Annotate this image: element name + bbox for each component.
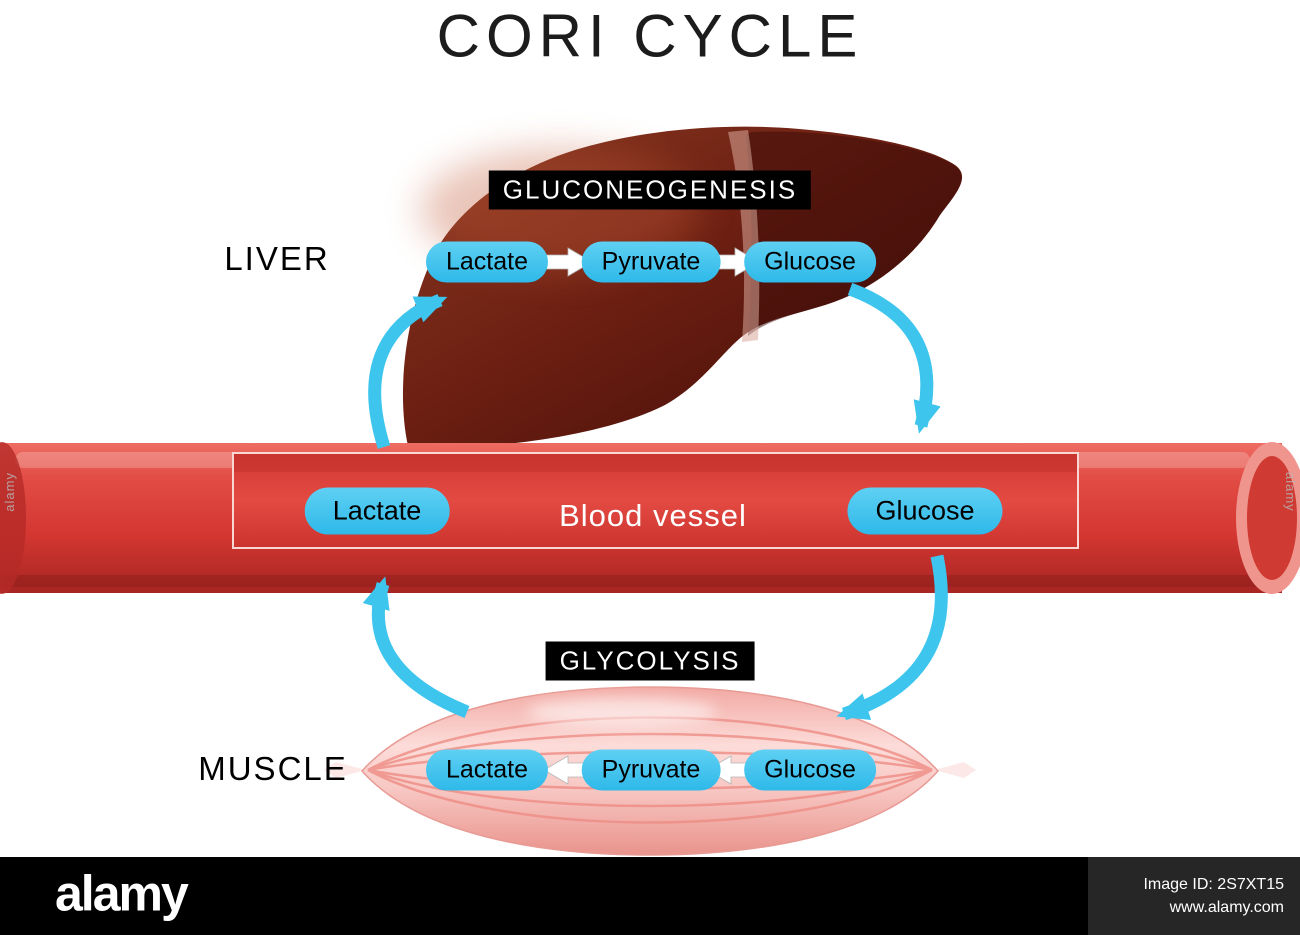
gluconeogenesis-label: GLUCONEOGENESIS [488,170,812,210]
muscle-lactate-pill: Lactate [425,749,549,791]
liver-lactate-pill: Lactate [425,241,549,283]
muscle-left-tendon [324,762,366,778]
right-watermark: alamy [1283,472,1298,512]
glycolysis-label: GLYCOLYSIS [545,641,755,681]
page-title: CORI CYCLE [436,2,864,70]
arrow-vessel-glucose-to-muscle [836,554,948,721]
footer-bar: alamy Image ID: 2S7XT15 www.alamy.com [0,857,1300,935]
liver-glucose-pill: Glucose [744,241,876,283]
muscle-label: MUSCLE [198,750,348,787]
liver-pyruvate-pill: Pyruvate [581,241,721,283]
image-id-text: Image ID: 2S7XT15 [1143,876,1284,893]
arrow-vessel-lactate-to-liver [368,294,448,449]
liver-label: LIVER [224,240,330,277]
vessel-left-end-cap [0,442,26,594]
muscle-glucose-pill: Glucose [744,749,876,791]
footer-info-box: Image ID: 2S7XT15 www.alamy.com [1088,857,1300,935]
vessel-cutaway-top-shade [234,454,1077,472]
muscle-shine [527,697,717,727]
vessel-glucose-pill: Glucose [847,487,1003,535]
cycle-arrows [362,282,948,721]
muscle-right-tendon [934,762,976,778]
arrow-muscle-lactate-to-vessel [362,576,470,719]
blood-vessel-label: Blood vessel [559,498,747,533]
vessel-right-opening-lumen [1247,456,1297,580]
left-watermark: alamy [2,472,17,512]
footer-url: www.alamy.com [1169,899,1284,916]
vessel-lactate-pill: Lactate [304,487,450,535]
muscle-pyruvate-pill: Pyruvate [581,749,721,791]
vessel-bottom-shadow [0,575,1282,587]
arrow-liver-glucose-to-vessel [847,282,941,434]
alamy-logo: alamy [55,865,189,922]
liver-right-lobe-shading [746,131,962,336]
